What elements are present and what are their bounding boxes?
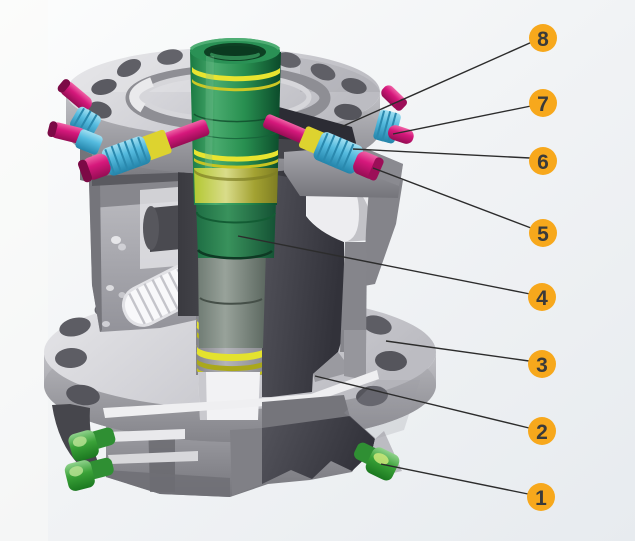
svg-text:6: 6 (537, 151, 549, 174)
svg-text:8: 8 (537, 28, 549, 51)
svg-text:4: 4 (536, 287, 548, 310)
svg-text:5: 5 (537, 223, 549, 246)
svg-text:2: 2 (536, 421, 548, 444)
svg-text:1: 1 (535, 487, 547, 510)
svg-text:3: 3 (536, 354, 548, 377)
svg-text:7: 7 (537, 93, 549, 116)
